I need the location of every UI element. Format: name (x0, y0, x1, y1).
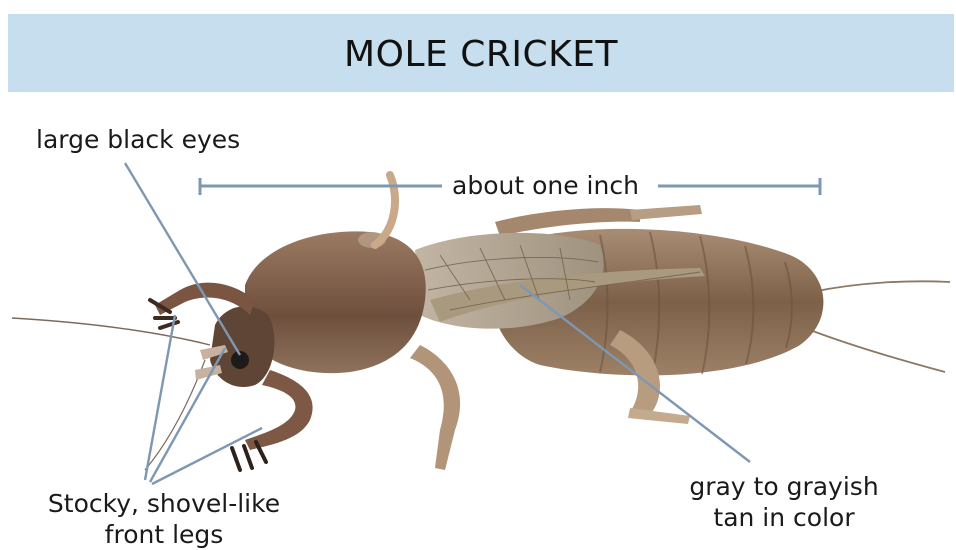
legs-callout-line-1 (145, 315, 175, 480)
cerci (810, 281, 950, 372)
eyes-callout-line (125, 163, 240, 355)
eyes-label: large black eyes (36, 124, 240, 155)
color-label: gray to grayish tan in color (680, 471, 888, 533)
legs-callout-line-2 (150, 348, 225, 482)
middle-leg (410, 345, 460, 470)
front-legs-label-line2: front legs (40, 519, 288, 550)
color-label-line2: tan in color (680, 502, 888, 533)
color-label-line1: gray to grayish (680, 471, 888, 502)
size-label: about one inch (448, 170, 643, 201)
front-legs-label: Stocky, shovel-like front legs (40, 488, 288, 550)
antenna-left (12, 318, 210, 470)
front-legs-label-line1: Stocky, shovel-like (40, 488, 288, 519)
